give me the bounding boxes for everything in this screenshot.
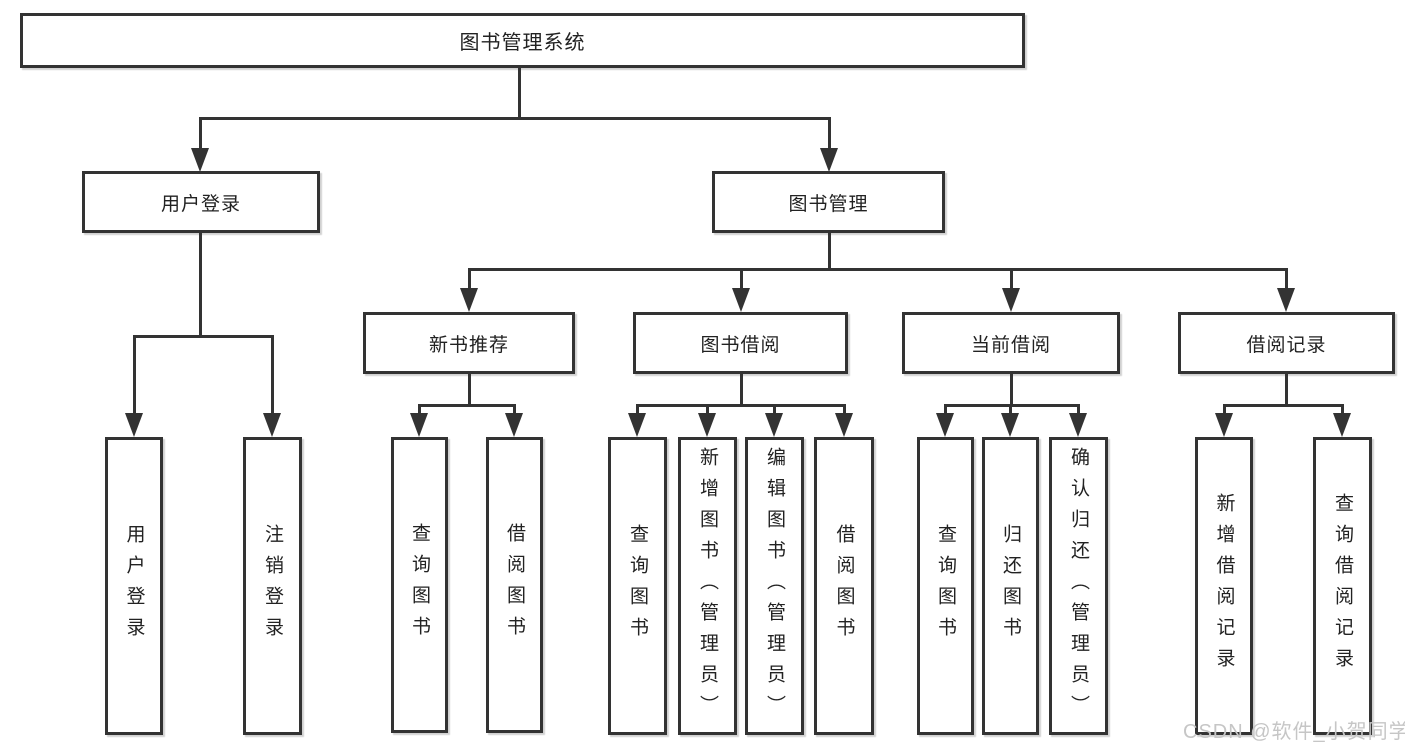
node-leaf-confirm-return-admin: 确认归还（管理员） bbox=[1049, 437, 1108, 735]
node-label: 当前借阅 bbox=[970, 334, 1051, 356]
node-label: 编辑图书（管理员） bbox=[764, 446, 785, 726]
connector-line bbox=[636, 404, 846, 407]
connector-line bbox=[828, 233, 831, 271]
arrowhead-down-icon bbox=[191, 148, 209, 172]
node-leaf-borrow-books: 借阅图书 bbox=[814, 437, 874, 735]
connector-line bbox=[133, 335, 274, 338]
connector-line bbox=[468, 268, 471, 290]
arrowhead-down-icon bbox=[820, 148, 838, 172]
node-label: 新书推荐 bbox=[428, 334, 509, 356]
connector-line bbox=[518, 68, 521, 119]
connector-line bbox=[468, 374, 471, 407]
node-label: 用户登录 bbox=[123, 524, 145, 648]
connector-line bbox=[1010, 374, 1013, 407]
node-label: 归还图书 bbox=[1000, 524, 1021, 648]
node-label: 查询图书 bbox=[409, 523, 430, 647]
connector-line bbox=[271, 335, 274, 415]
node-borrowing-records: 借阅记录 bbox=[1178, 312, 1395, 374]
connector-line bbox=[740, 374, 743, 407]
node-leaf-query-books-current: 查询图书 bbox=[917, 437, 974, 735]
connector-line bbox=[1077, 404, 1080, 416]
connector-line bbox=[199, 117, 831, 120]
connector-line bbox=[1285, 374, 1288, 407]
connector-line bbox=[1223, 404, 1344, 407]
node-current-borrowing: 当前借阅 bbox=[902, 312, 1120, 374]
arrowhead-down-icon bbox=[936, 413, 954, 437]
connector-line bbox=[843, 404, 846, 416]
arrowhead-down-icon bbox=[460, 288, 478, 312]
node-label: 图书管理系统 bbox=[459, 32, 586, 54]
connector-line bbox=[1223, 404, 1226, 416]
node-leaf-add-books-admin: 新增图书（管理员） bbox=[678, 437, 737, 735]
node-label: 查询图书 bbox=[935, 524, 956, 648]
node-leaf-user-login: 用户登录 bbox=[105, 437, 163, 735]
arrowhead-down-icon bbox=[1001, 413, 1019, 437]
node-label: 借阅图书 bbox=[504, 523, 525, 647]
connector-line bbox=[1009, 404, 1012, 416]
arrowhead-down-icon bbox=[628, 413, 646, 437]
node-label: 借阅记录 bbox=[1246, 334, 1327, 356]
node-label: 用户登录 bbox=[160, 193, 241, 215]
arrowhead-down-icon bbox=[1069, 413, 1087, 437]
arrowhead-down-icon bbox=[263, 413, 281, 437]
connector-line bbox=[513, 404, 516, 416]
connector-line bbox=[944, 404, 1080, 407]
node-label: 查询借阅记录 bbox=[1332, 493, 1353, 679]
node-user-login: 用户登录 bbox=[82, 171, 320, 233]
node-leaf-add-borrow-record: 新增借阅记录 bbox=[1195, 437, 1253, 735]
connector-line bbox=[828, 117, 831, 151]
connector-line bbox=[1285, 268, 1288, 290]
node-book-borrowing: 图书借阅 bbox=[633, 312, 848, 374]
arrowhead-down-icon bbox=[1002, 288, 1020, 312]
arrowhead-down-icon bbox=[765, 413, 783, 437]
connector-line bbox=[636, 404, 639, 416]
node-label: 图书管理 bbox=[788, 193, 869, 215]
node-leaf-logout: 注销登录 bbox=[243, 437, 302, 735]
node-leaf-query-books-borrowing: 查询图书 bbox=[608, 437, 667, 735]
node-leaf-query-borrow-record: 查询借阅记录 bbox=[1313, 437, 1372, 735]
node-leaf-return-books: 归还图书 bbox=[982, 437, 1039, 735]
arrowhead-down-icon bbox=[1333, 413, 1351, 437]
connector-line bbox=[706, 404, 709, 416]
arrowhead-down-icon bbox=[698, 413, 716, 437]
node-label: 借阅图书 bbox=[833, 524, 855, 648]
node-label: 新增借阅记录 bbox=[1213, 493, 1235, 679]
connector-line bbox=[418, 404, 516, 407]
connector-line bbox=[418, 404, 421, 416]
node-label: 注销登录 bbox=[262, 524, 283, 648]
connector-line bbox=[1341, 404, 1344, 416]
connector-line bbox=[133, 335, 136, 415]
connector-line bbox=[740, 268, 743, 290]
node-leaf-query-books-recommend: 查询图书 bbox=[391, 437, 448, 733]
arrowhead-down-icon bbox=[732, 288, 750, 312]
node-label: 确认归还（管理员） bbox=[1068, 446, 1089, 726]
connector-line bbox=[773, 404, 776, 416]
connector-line bbox=[199, 117, 202, 151]
arrowhead-down-icon bbox=[410, 413, 428, 437]
node-leaf-borrow-books-recommend: 借阅图书 bbox=[486, 437, 543, 733]
connector-line bbox=[1010, 268, 1013, 290]
node-label: 图书借阅 bbox=[700, 334, 781, 356]
arrowhead-down-icon bbox=[505, 413, 523, 437]
node-label: 查询图书 bbox=[627, 524, 648, 648]
arrowhead-down-icon bbox=[835, 413, 853, 437]
connector-line bbox=[944, 404, 947, 416]
csdn-watermark: CSDN @软件_小贺同学 bbox=[1183, 721, 1405, 743]
node-library-management-system: 图书管理系统 bbox=[20, 13, 1025, 68]
arrowhead-down-icon bbox=[1277, 288, 1295, 312]
connector-line bbox=[468, 268, 1288, 271]
node-leaf-edit-books-admin: 编辑图书（管理员） bbox=[745, 437, 804, 735]
connector-line bbox=[199, 233, 202, 337]
node-new-book-recommend: 新书推荐 bbox=[363, 312, 575, 374]
arrowhead-down-icon bbox=[1215, 413, 1233, 437]
node-label: 新增图书（管理员） bbox=[697, 446, 718, 726]
node-book-management: 图书管理 bbox=[712, 171, 945, 233]
arrowhead-down-icon bbox=[125, 413, 143, 437]
